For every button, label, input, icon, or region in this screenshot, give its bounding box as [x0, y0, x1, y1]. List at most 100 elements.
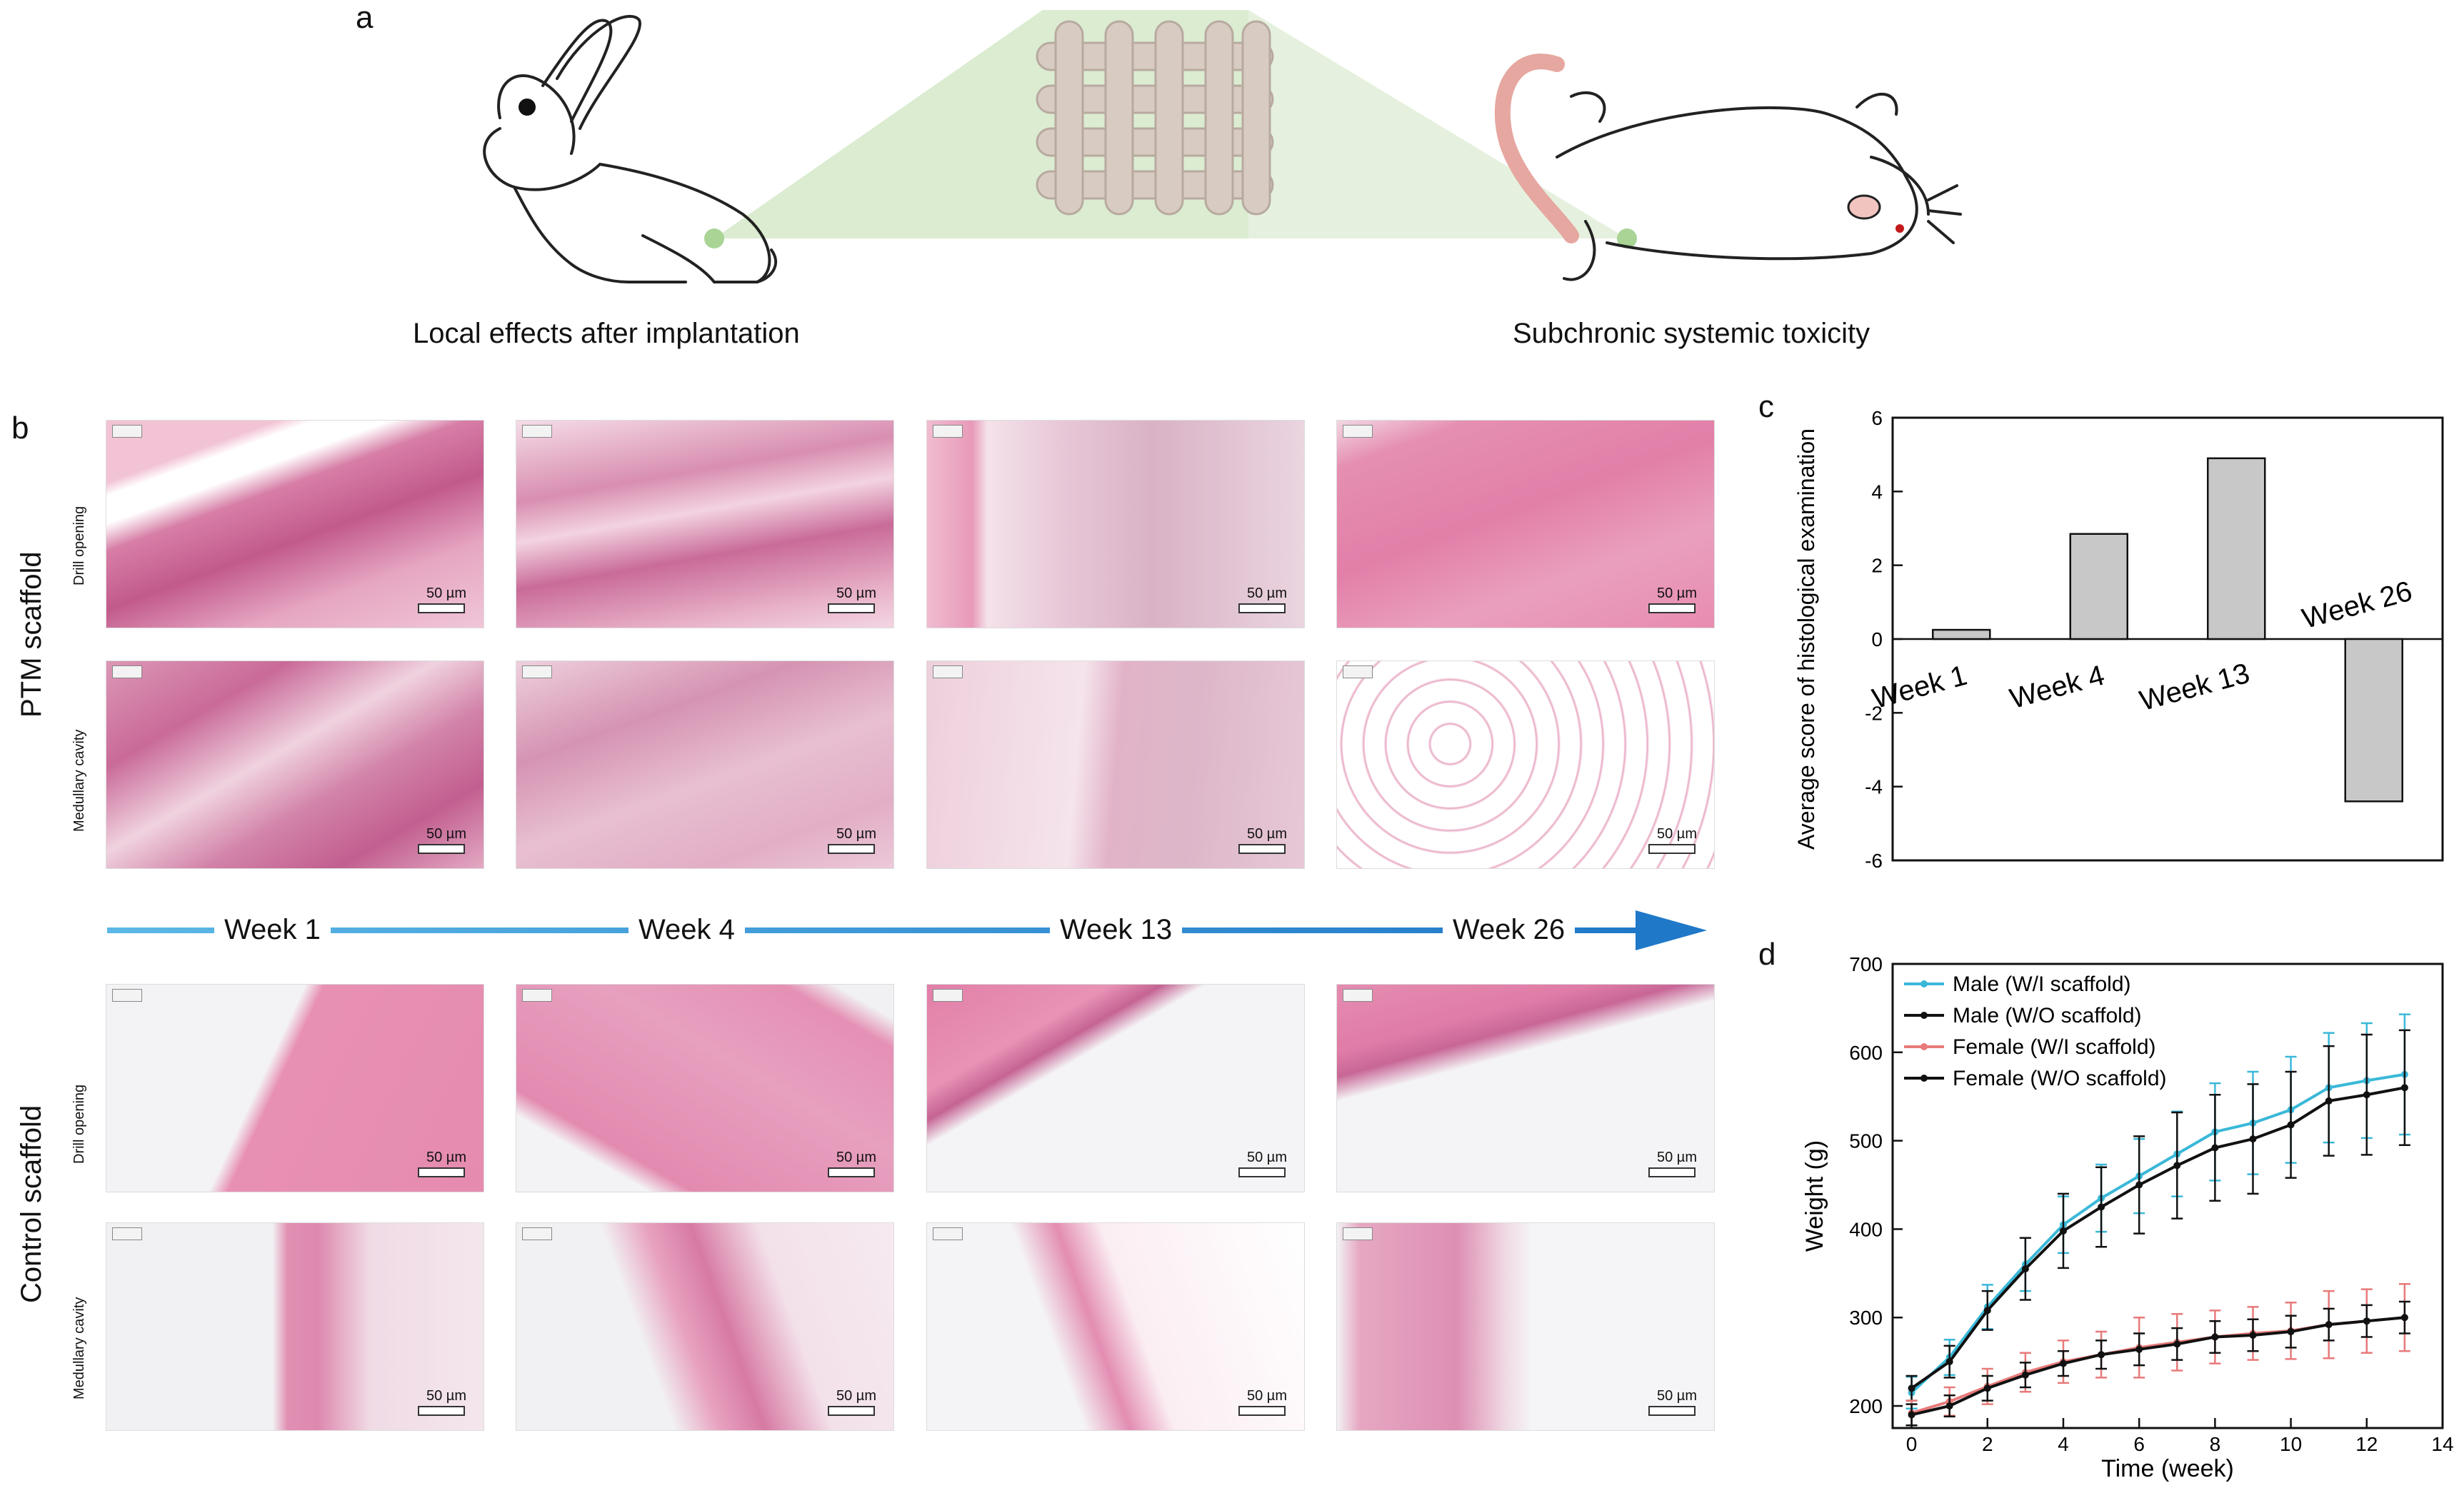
y-tick-label: 700: [1849, 953, 1883, 975]
micrograph-control-medullary-week4: 50 µm: [516, 1222, 894, 1431]
data-point: [2325, 1097, 2333, 1105]
micrograph-ptm-medullary-week13: 50 µm: [926, 660, 1305, 869]
bar-3: [2207, 457, 2266, 640]
timeline-week-4: Week 4: [628, 914, 745, 946]
panel-a-right-caption: Subchronic systemic toxicity: [1513, 318, 1870, 349]
timeline-week-26: Week 26: [1443, 914, 1576, 946]
plot-frame: [1891, 962, 2444, 1429]
series-line-1: [1910, 1072, 2405, 1394]
data-point: [2287, 1121, 2295, 1129]
y-tick-label: 6: [1871, 407, 1883, 429]
micrograph-control-drill-week13: 50 µm: [926, 984, 1305, 1192]
panel-c-letter: c: [1758, 389, 1774, 424]
micrograph-control-medullary-week26: 50 µm: [1336, 1222, 1715, 1431]
row-label-ptm-medullary: Medullary cavity: [71, 729, 87, 832]
data-point: [2400, 1314, 2408, 1322]
category-label: Week 4: [2007, 660, 2108, 715]
y-tick-label: 0: [1871, 628, 1883, 650]
legend-marker: [1920, 980, 1928, 987]
data-point: [1983, 1307, 1991, 1314]
data-point: [2059, 1359, 2067, 1367]
data-point: [2400, 1084, 2408, 1092]
y-axis-label: Average score of histological examinatio…: [1793, 428, 1819, 850]
series-line-4: [1911, 1316, 2405, 1417]
data-point: [2021, 1371, 2029, 1379]
panel-a-illustration: [483, 10, 1962, 283]
x-tick-label: 6: [2133, 1433, 2145, 1455]
right-implant-dot: [1617, 228, 1637, 248]
data-point: [2098, 1203, 2105, 1211]
legend-marker: [1920, 1043, 1928, 1050]
data-point: [1908, 1411, 1915, 1419]
x-tick-label: 12: [2355, 1433, 2378, 1455]
y-tick-label: 400: [1849, 1218, 1883, 1240]
data-point: [2249, 1332, 2257, 1339]
row-label-control-drill: Drill opening: [71, 1084, 87, 1164]
micrograph-ptm-medullary-week4: 50 µm: [516, 660, 894, 869]
y-tick-label: 2: [1871, 555, 1883, 577]
micrograph-ptm-drill-week13: 50 µm: [926, 420, 1305, 628]
timeline-week-1: Week 1: [214, 914, 331, 946]
y-tick-label: -2: [1865, 702, 1883, 724]
group-label-ptm: PTM scaffold: [16, 551, 47, 718]
x-tick-label: 2: [1982, 1433, 1993, 1455]
micrograph-ptm-drill-week4: 50 µm: [516, 420, 894, 628]
micrograph-ptm-medullary-week1: 50 µm: [106, 660, 484, 869]
bar-4: [2344, 638, 2403, 803]
category-label: Week 26: [2299, 575, 2415, 635]
y-tick-label: -6: [1865, 850, 1883, 872]
x-tick-label: 4: [2058, 1433, 2069, 1455]
data-point: [2173, 1340, 2181, 1348]
micrograph-ptm-medullary-week26: 50 µm: [1336, 660, 1715, 869]
legend-label: Male (W/O scaffold): [1953, 1004, 2142, 1027]
left-implant-dot: [704, 228, 724, 248]
data-point: [1983, 1384, 1991, 1392]
row-label-ptm-drill: Drill opening: [71, 506, 87, 585]
timeline-week-13: Week 13: [1050, 914, 1183, 946]
data-point: [2021, 1265, 2029, 1273]
rat-illustration: [1494, 54, 1962, 281]
data-point: [2098, 1351, 2105, 1359]
category-label: Week 13: [2136, 658, 2253, 717]
legend-label: Female (W/O scaffold): [1953, 1067, 2167, 1090]
rat-eye: [1895, 224, 1904, 233]
data-point: [2363, 1317, 2370, 1325]
rabbit-eye: [519, 99, 536, 116]
series-line-2: [1910, 1086, 2405, 1389]
timeline-arrow: [107, 910, 1707, 950]
data-point: [2173, 1162, 2181, 1170]
micrograph-control-drill-week26: 50 µm: [1336, 984, 1715, 1192]
group-label-control: Control scaffold: [16, 1105, 47, 1303]
panel-a-letter: a: [356, 0, 374, 35]
data-point: [2287, 1328, 2295, 1336]
data-point: [2135, 1345, 2143, 1353]
series-line-3: [1910, 1316, 2405, 1414]
y-axis-label: Weight (g): [1801, 1140, 1828, 1252]
panel-d-letter: d: [1758, 937, 1776, 972]
y-tick-label: 600: [1849, 1042, 1883, 1064]
right-projection-cone: [1248, 10, 1627, 238]
category-label: Week 1: [1869, 660, 1970, 715]
legend-label: Male (W/I scaffold): [1953, 972, 2131, 996]
rabbit-illustration: [483, 14, 777, 283]
legend-marker: [1920, 1075, 1928, 1082]
data-point: [1945, 1358, 1953, 1366]
x-axis-label: Time (week): [2101, 1455, 2234, 1482]
data-point: [2135, 1181, 2143, 1189]
micrograph-ptm-drill-week26: 50 µm: [1336, 420, 1715, 628]
scaffold-icon: [1036, 20, 1274, 216]
y-tick-label: -4: [1865, 776, 1883, 798]
y-tick-label: 300: [1849, 1307, 1883, 1329]
data-point: [2325, 1321, 2333, 1329]
row-label-control-medullary: Medullary cavity: [71, 1297, 87, 1399]
data-point: [1945, 1402, 1953, 1410]
rat-ear: [1847, 194, 1881, 220]
panel-b-letter: b: [11, 411, 29, 446]
panel-a-left-caption: Local effects after implantation: [413, 318, 800, 349]
data-point: [2249, 1135, 2257, 1143]
legend-label: Female (W/I scaffold): [1953, 1035, 2156, 1059]
micrograph-ptm-drill-week1: 50 µm: [106, 420, 484, 628]
bar-1: [1932, 628, 1991, 640]
